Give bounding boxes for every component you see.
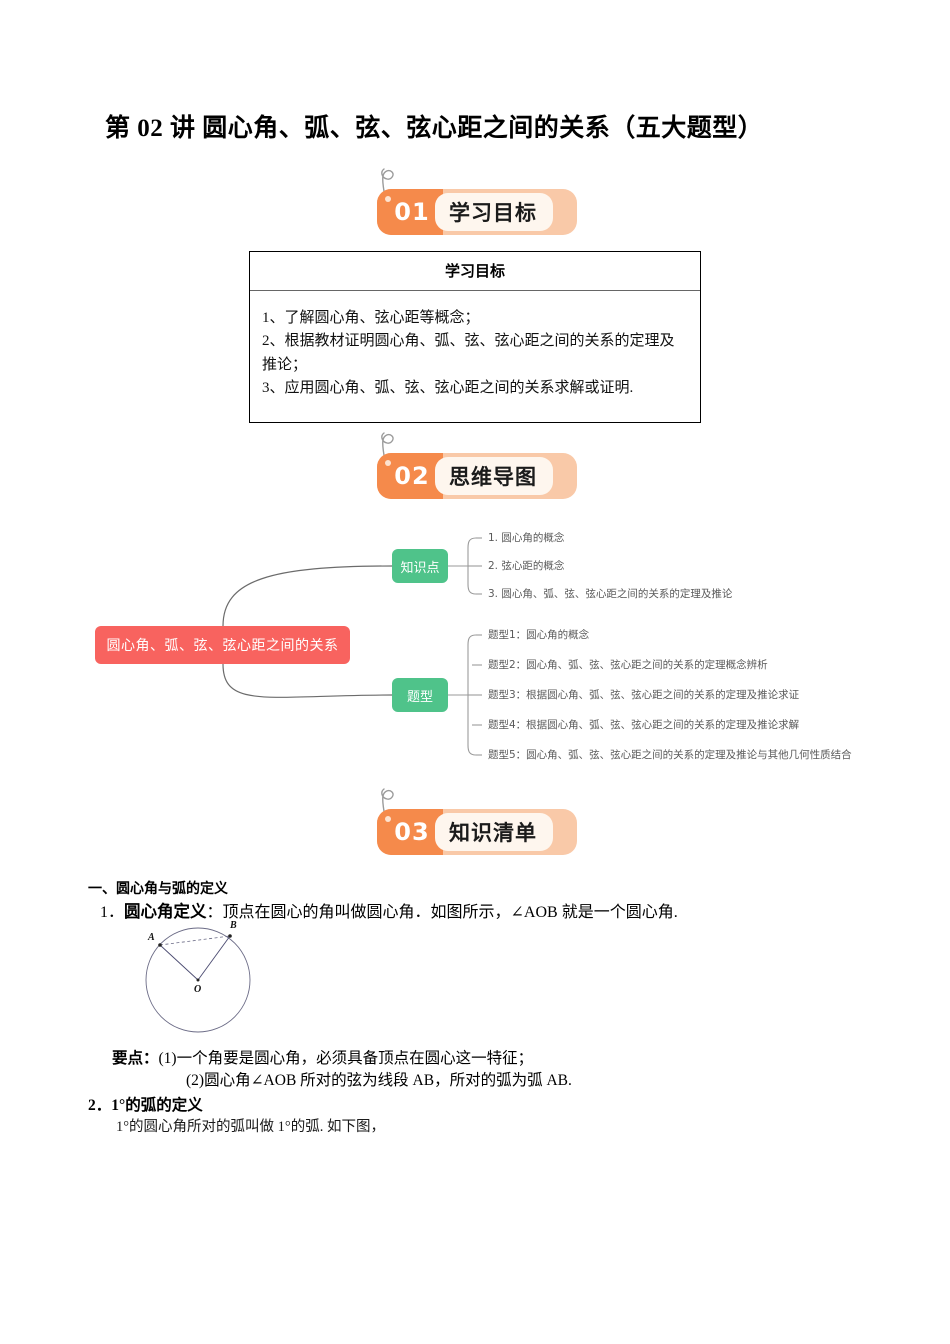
section-banner-02: 02 思维导图 xyxy=(377,432,577,499)
section-number-block-03: 03 xyxy=(377,809,443,855)
section-label-pill-01: 学习目标 xyxy=(435,193,553,231)
knowledge-item-2-text: 1°的圆心角所对的弧叫做 1°的弧. 如下图， xyxy=(116,1119,385,1135)
figure-label-o: O xyxy=(194,984,202,995)
mindmap: 圆心角、弧、弦、弦心距之间的关系 知识点 题型 1. 圆心角的概念 2. 弦心距… xyxy=(90,520,880,780)
key-point-1: (1)一个角要是圆心角，必须具备顶点在圆心这一特征； xyxy=(158,1050,534,1067)
mindmap-leaf: 题型4：根据圆心角、弧、弦、弦心距之间的关系的定理及推论求解 xyxy=(488,719,800,731)
section-label-pill-03: 知识清单 xyxy=(435,813,553,851)
figure-label-a: A xyxy=(148,932,155,943)
mindmap-leaf: 题型1：圆心角的概念 xyxy=(488,629,590,641)
clip-hole-icon xyxy=(385,460,391,466)
knowledge-item-2-heading: 2．1°的弧的定义 xyxy=(88,1097,203,1114)
key-points-block: 要点：(1)一个角要是圆心角，必须具备顶点在圆心这一特征； (2)圆心角∠AOB… xyxy=(112,1048,572,1093)
mindmap-leaf: 题型5：圆心角、弧、弦、弦心距之间的关系的定理及推论与其他几何性质结合 xyxy=(488,749,852,761)
clip-hole-icon xyxy=(385,816,391,822)
paper-clip-icon xyxy=(381,168,394,198)
section-banner-01: 01 学习目标 xyxy=(377,168,577,235)
section-number-block-01: 01 xyxy=(377,189,443,235)
mindmap-root-node[interactable]: 圆心角、弧、弦、弦心距之间的关系 xyxy=(95,626,350,664)
mindmap-connectors xyxy=(222,537,482,756)
mindmap-leaf: 1. 圆心角的概念 xyxy=(488,532,565,544)
section-label: 思维导图 xyxy=(449,465,537,489)
mindmap-leaf: 题型3：根据圆心角、弧、弦、弦心距之间的关系的定理及推论求证 xyxy=(488,689,800,701)
key-point-2: (2)圆心角∠AOB 所对的弦为线段 AB，所对的弧为弧 AB. xyxy=(186,1072,572,1090)
item-number: 1． xyxy=(100,904,125,921)
knowledge-item-1: 1．圆心角定义：顶点在圆心的角叫做圆心角．如图所示，∠AOB 就是一个圆心角. xyxy=(100,898,678,922)
figure-label-b: B xyxy=(230,920,237,931)
objective-item: 2、根据教材证明圆心角、弧、弦、弦心距之间的关系的定理及推论； xyxy=(262,333,675,373)
paper-clip-icon xyxy=(381,788,394,818)
mindmap-leaf: 2. 弦心距的概念 xyxy=(488,560,565,572)
table-body: 1、了解圆心角、弦心距等概念； 2、根据教材证明圆心角、弧、弦、弦心距之间的关系… xyxy=(250,291,700,422)
clip-hole-icon xyxy=(385,196,391,202)
item-term: 圆心角定义 xyxy=(124,902,207,921)
mindmap-leaf: 3. 圆心角、弧、弦、弦心距之间的关系的定理及推论 xyxy=(488,588,733,600)
mindmap-branch-problem-types[interactable]: 题型 xyxy=(392,678,448,712)
section-label: 学习目标 xyxy=(449,201,537,225)
learning-objectives-table: 学习目标 1、了解圆心角、弦心距等概念； 2、根据教材证明圆心角、弧、弦、弦心距… xyxy=(249,251,701,423)
key-points-label: 要点： xyxy=(112,1050,159,1067)
circle-diagram-svg xyxy=(145,927,251,1033)
section-number: 03 xyxy=(394,818,430,846)
section-label-pill-02: 思维导图 xyxy=(435,457,553,495)
section-banner-03: 03 知识清单 xyxy=(377,788,577,855)
section-number: 01 xyxy=(394,198,430,226)
key-points-row-1: 要点：(1)一个角要是圆心角，必须具备顶点在圆心这一特征； xyxy=(112,1048,572,1070)
section-label: 知识清单 xyxy=(449,821,537,845)
section-number-block-02: 02 xyxy=(377,453,443,499)
objective-item: 3、应用圆心角、弧、弦、弦心距之间的关系求解或证明. xyxy=(262,379,634,396)
objective-item: 1、了解圆心角、弦心距等概念； xyxy=(262,310,480,326)
section-number: 02 xyxy=(394,462,430,490)
mindmap-branch-knowledge[interactable]: 知识点 xyxy=(392,549,448,583)
circle-angle-figure: A B O xyxy=(130,920,290,1038)
knowledge-heading: 一、圆心角与弧的定义 xyxy=(88,882,228,897)
page-title: 第 02 讲 圆心角、弧、弦、弦心距之间的关系（五大题型） xyxy=(105,115,764,142)
item-text: ：顶点在圆心的角叫做圆心角．如图所示，∠AOB 就是一个圆心角. xyxy=(206,904,678,921)
table-header: 学习目标 xyxy=(250,252,700,291)
paper-clip-icon xyxy=(381,432,394,462)
mindmap-leaf: 题型2：圆心角、弧、弦、弦心距之间的关系的定理概念辨析 xyxy=(488,659,768,671)
